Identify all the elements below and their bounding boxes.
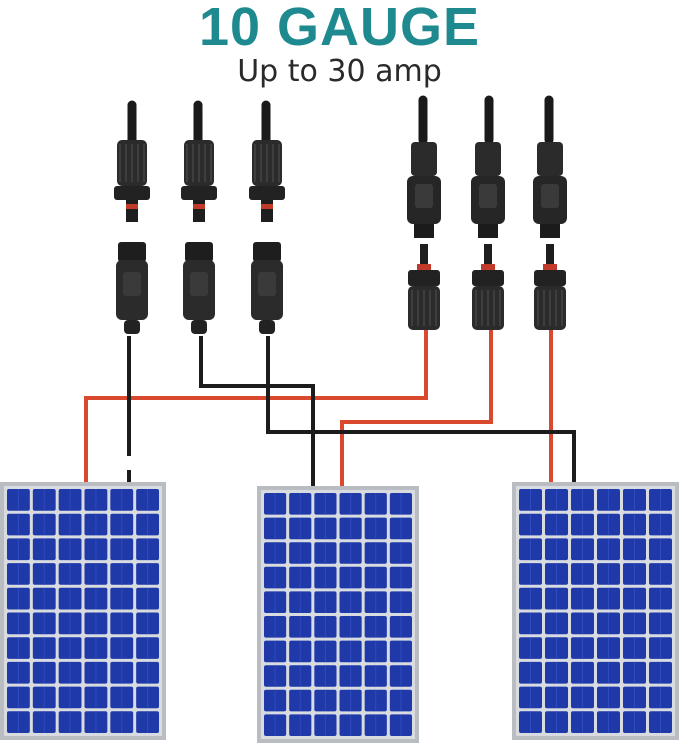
black-wire-center — [199, 336, 315, 486]
red-wire-center — [340, 330, 493, 486]
mc4-male-bottom-0 — [408, 244, 440, 330]
solar-panel-right — [512, 482, 679, 740]
mc4-female-top-1 — [181, 140, 217, 222]
black-wire-right — [266, 336, 576, 484]
mc4-male-top-2 — [533, 142, 567, 238]
headline-title: 10 GAUGE — [198, 0, 481, 57]
solar-panel-center — [257, 486, 419, 743]
headline-subtitle: Up to 30 amp — [237, 54, 442, 89]
mc4-female-bottom-1 — [183, 242, 215, 334]
wire-layer — [84, 95, 576, 486]
mc4-female-top-2 — [249, 140, 285, 222]
mc4-female-bottom-0 — [116, 242, 148, 334]
mc4-female-bottom-2 — [251, 242, 283, 334]
mc4-male-bottom-1 — [472, 244, 504, 330]
red-wire-left — [84, 330, 428, 484]
solar-panel-left — [0, 482, 166, 740]
mc4-male-top-1 — [471, 142, 505, 238]
mc4-female-top-0 — [114, 140, 150, 222]
mc4-male-top-0 — [407, 142, 441, 238]
mc4-male-bottom-2 — [534, 244, 566, 330]
connector-layer — [114, 140, 567, 334]
panel-layer — [0, 482, 679, 743]
